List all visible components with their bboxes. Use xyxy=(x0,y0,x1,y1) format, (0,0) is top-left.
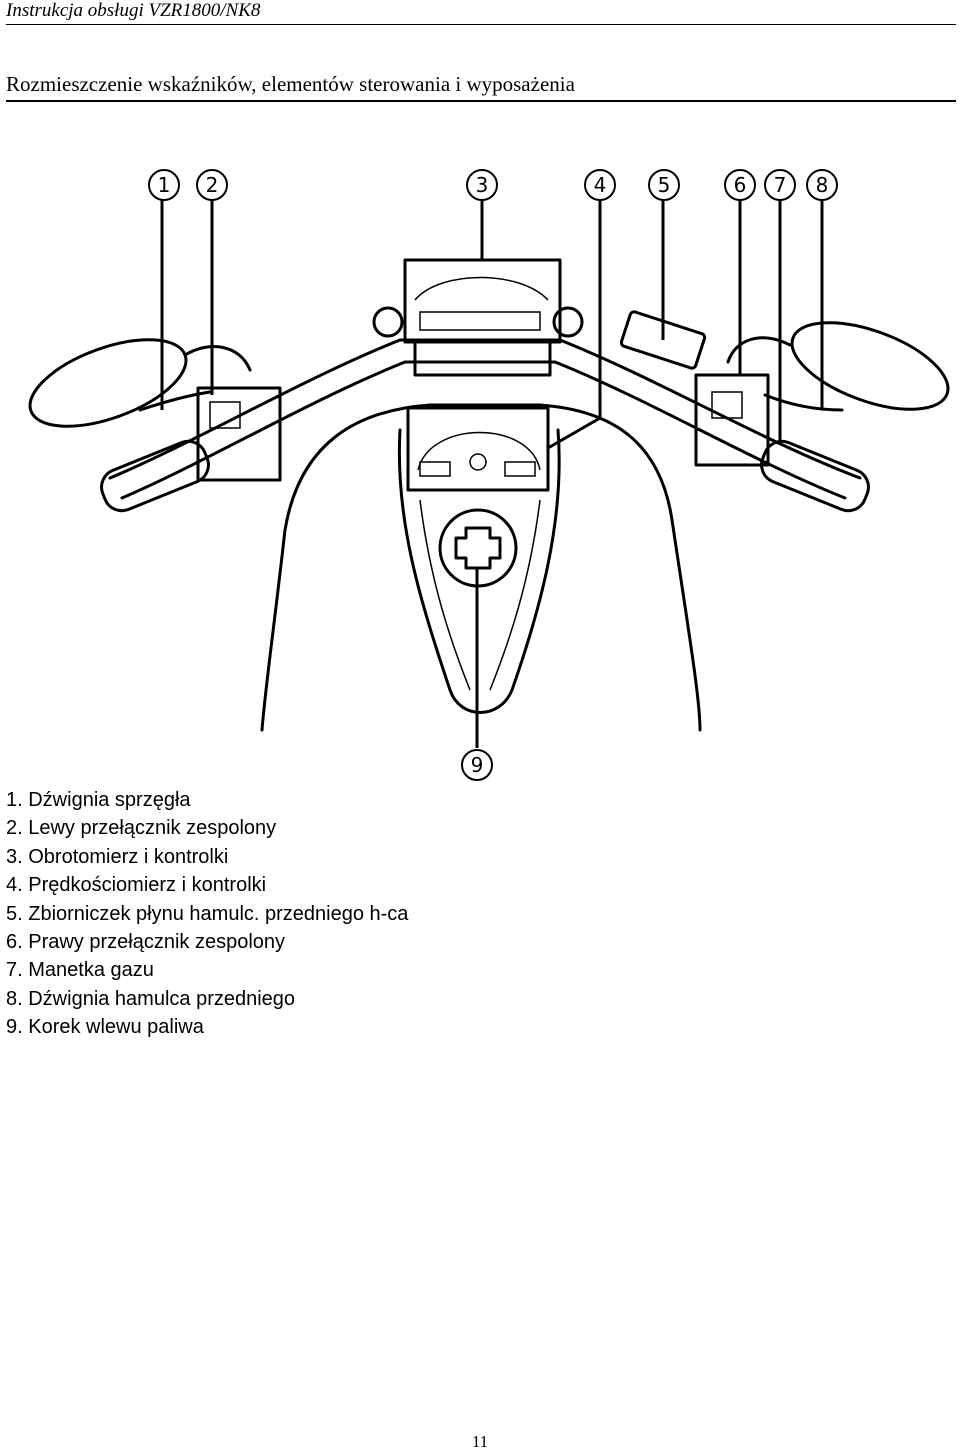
legend-item: 3. Obrotomierz i kontrolki xyxy=(6,845,229,868)
callout-8-label: 8 xyxy=(816,173,829,197)
callout-9-label: 9 xyxy=(471,753,484,777)
callout-6-label: 6 xyxy=(734,173,747,197)
brake-reservoir xyxy=(619,310,707,370)
callout-2-label: 2 xyxy=(206,173,219,197)
fuel-cap-cross xyxy=(454,526,502,570)
legend-item: 8. Dźwignia hamulca przedniego xyxy=(6,987,296,1010)
fuel-tank xyxy=(260,403,702,732)
left-switch-housing xyxy=(196,386,282,482)
right-grip xyxy=(760,439,870,513)
callout-2: 2 xyxy=(196,169,228,201)
callout-7: 7 xyxy=(764,169,796,201)
callout-7-label: 7 xyxy=(774,173,787,197)
legend-list: 1. Dźwignia sprzęgła 2. Lewy przełącznik… xyxy=(6,786,408,1042)
callout-4: 4 xyxy=(584,169,616,201)
section-title-text: Rozmieszczenie wskaźników, elementów ste… xyxy=(6,72,575,96)
handlebar xyxy=(108,338,862,480)
legend-item: 1. Dźwignia sprzęgła xyxy=(6,789,191,811)
callout-1: 1 xyxy=(148,169,180,201)
clutch-lever xyxy=(138,390,212,412)
callout-9: 9 xyxy=(461,749,493,781)
motorcycle-controls-diagram: 1 2 3 4 5 6 7 8 9 xyxy=(28,169,950,781)
callout-4-label: 4 xyxy=(594,173,607,197)
legend-item: 7. Manetka gazu xyxy=(6,959,154,982)
manual-title: Instrukcja obsługi VZR1800/NK8 xyxy=(6,0,261,21)
left-grip xyxy=(100,439,210,513)
callout-8: 8 xyxy=(806,169,838,201)
page-number: 11 xyxy=(471,1432,489,1451)
legend-item: 5. Zbiorniczek płynu hamulc. przedniego … xyxy=(6,902,409,925)
running-header: Instrukcja obsługi VZR1800/NK8 xyxy=(6,0,956,25)
callout-3-label: 3 xyxy=(476,173,489,197)
legend-item: 4. Prędkościomierz i kontrolki xyxy=(6,874,267,897)
legend-item: 2. Lewy przełącznik zespolony xyxy=(6,817,277,840)
callout-1-label: 1 xyxy=(158,173,171,197)
headlight-bracket xyxy=(413,338,552,377)
legend-item: 6. Prawy przełącznik zespolony xyxy=(6,931,286,954)
callout-6: 6 xyxy=(724,169,756,201)
left-mirror xyxy=(28,338,188,428)
callout-3: 3 xyxy=(466,169,498,201)
right-switch-housing xyxy=(694,373,770,467)
legend-item: 9. Korek wlewu paliwa xyxy=(6,1016,204,1039)
brake-lever xyxy=(763,393,844,412)
right-mirror xyxy=(790,321,950,411)
callout-5-label: 5 xyxy=(658,173,671,197)
callout-5: 5 xyxy=(648,169,680,201)
section-title: Rozmieszczenie wskaźników, elementów ste… xyxy=(6,70,956,102)
tank-panel xyxy=(397,428,561,714)
speedometer xyxy=(406,406,550,492)
